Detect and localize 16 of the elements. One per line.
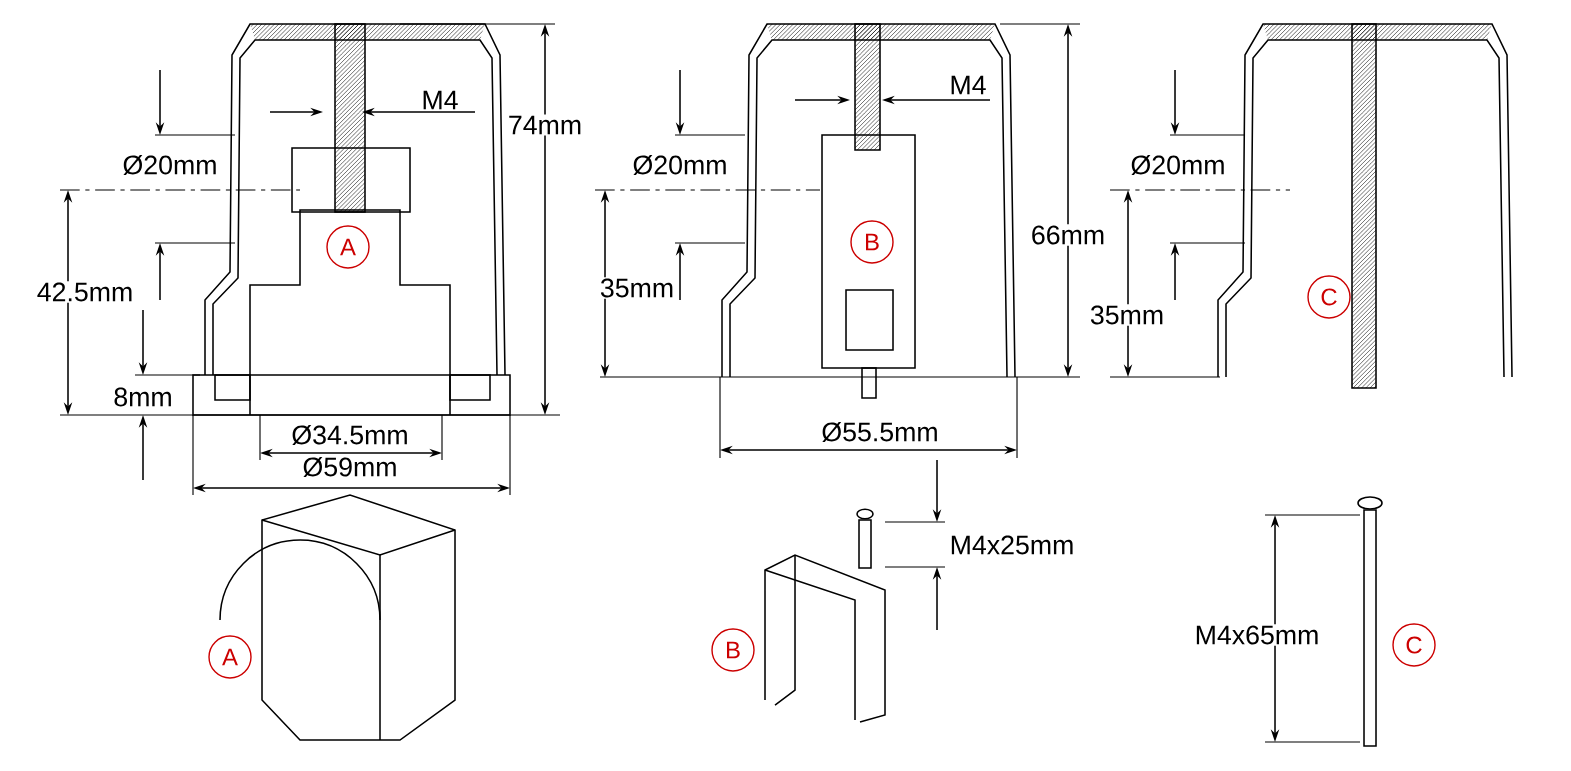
dimension-label: M4 xyxy=(948,74,988,96)
dimension-label: Ø20mm xyxy=(631,153,729,177)
dimension-label: Ø20mm xyxy=(1129,153,1227,177)
dimension-label: 35mm xyxy=(598,277,676,299)
dimension-label: 66mm xyxy=(1029,224,1107,246)
dimension-label: 35mm xyxy=(1088,304,1166,326)
dimension-label: Ø34.5mm xyxy=(289,423,411,447)
dimension-label: M4 xyxy=(420,89,460,111)
dimension-label: M4x65mm xyxy=(1193,624,1321,646)
dimension-label: M4x25mm xyxy=(948,534,1076,556)
dimension-label: Ø59mm xyxy=(301,455,399,479)
dimension-label: 42.5mm xyxy=(35,281,135,303)
dimension-label: 8mm xyxy=(111,386,175,408)
dimension-label: 74mm xyxy=(506,114,584,136)
dimension-label: Ø55.5mm xyxy=(819,420,941,444)
dimension-label: Ø20mm xyxy=(121,153,219,177)
